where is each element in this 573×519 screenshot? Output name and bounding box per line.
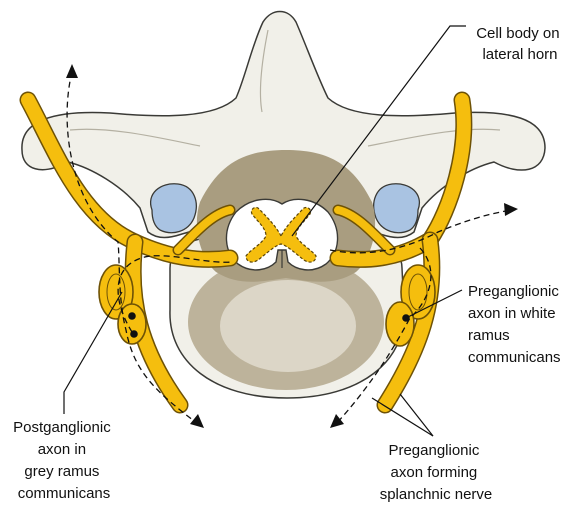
label-cell-body-line-2: lateral horn	[482, 46, 557, 63]
label-postganglionic-grey-line-1: Postganglionic	[13, 419, 111, 436]
label-postganglionic-grey-line-2: axon in	[38, 441, 86, 458]
label-preganglionic-white-line-4: communicans	[468, 349, 561, 366]
label-splanchnic-line-1: Preganglionic	[388, 442, 479, 459]
foramen-right	[374, 184, 420, 233]
label-splanchnic-line-2: axon forming	[391, 464, 478, 481]
label-postganglionic-grey-line-4: communicans	[18, 485, 111, 502]
arrow-up-left	[66, 64, 78, 78]
label-postganglionic-grey: Postganglionic axon in grey ramus commun…	[13, 419, 115, 502]
label-splanchnic: Preganglionic axon forming splanchnic ne…	[380, 442, 493, 503]
foramen-left	[151, 184, 197, 233]
label-preganglionic-white-line-3: ramus	[468, 327, 510, 344]
dot-left-lower	[130, 330, 138, 338]
leader-splanchnic-a	[372, 398, 433, 436]
arrow-down-left	[190, 414, 204, 428]
label-preganglionic-white-line-2: axon in white	[468, 305, 556, 322]
label-preganglionic-white: Preganglionic axon in white ramus commun…	[468, 283, 563, 366]
right-lower-ganglion	[386, 302, 414, 346]
label-postganglionic-grey-line-3: grey ramus	[24, 463, 99, 480]
leader-splanchnic-b	[400, 394, 433, 436]
label-cell-body: Cell body on lateral horn	[476, 25, 564, 63]
arrow-down-right	[330, 414, 344, 428]
arrow-right	[504, 203, 518, 216]
vertebral-body-inner-disc	[220, 280, 356, 372]
label-preganglionic-white-line-1: Preganglionic	[468, 283, 559, 300]
label-splanchnic-line-3: splanchnic nerve	[380, 486, 493, 503]
label-cell-body-line-1: Cell body on	[476, 25, 559, 42]
dot-left-ganglion	[128, 312, 136, 320]
